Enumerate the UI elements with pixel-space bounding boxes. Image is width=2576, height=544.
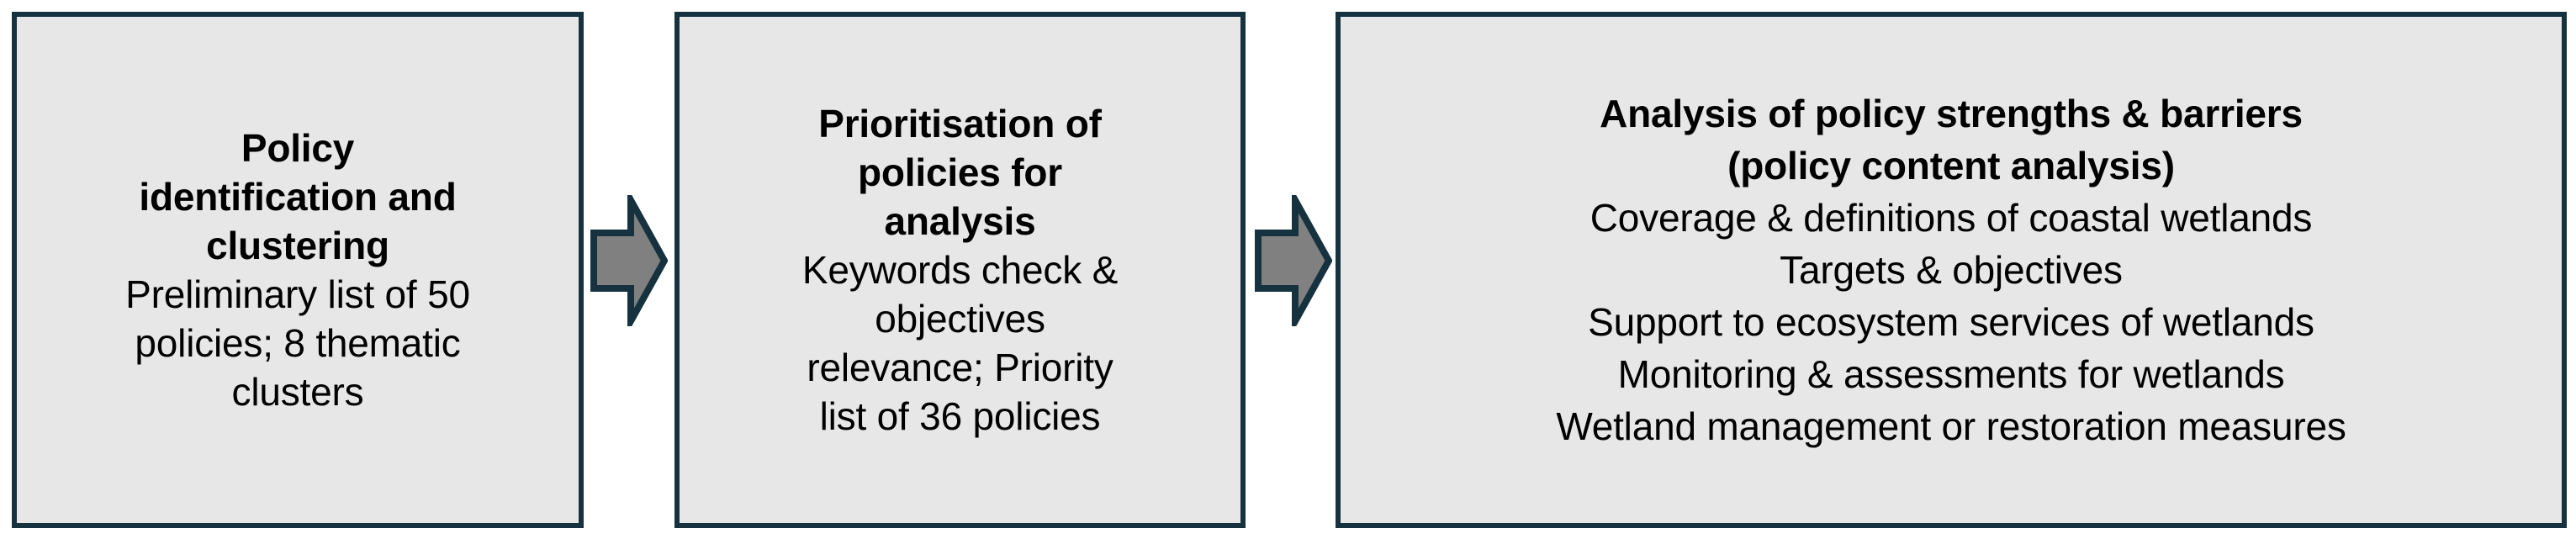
step-2-heading-line-2: policies for [858,151,1062,194]
right-block-arrow-icon [590,195,668,326]
process-step-2: Prioritisation of policies for analysis … [674,12,1246,528]
step-2-body-line-3: relevance; Priority [807,346,1113,389]
step-2-heading-line-3: analysis [884,199,1036,243]
step-1-body-line-3: clusters [231,370,364,414]
step-1-body-line-2: policies; 8 thematic [135,321,461,365]
step-3-heading-line-1: Analysis of policy strengths & barriers [1600,92,2303,135]
step-3-heading-line-2: (policy content analysis) [1727,144,2175,187]
step-2-body-line-4: list of 36 policies [819,394,1101,438]
step-2-heading-line-1: Prioritisation of [818,102,1102,145]
step-3-body-line-1: Coverage & definitions of coastal wetlan… [1590,196,2313,240]
step-2-body-line-1: Keywords check & [801,248,1119,292]
right-block-arrow-icon [1255,195,1332,326]
step-1-body-line-1: Preliminary list of 50 [125,272,470,316]
step-3-body-line-3: Support to ecosystem services of wetland… [1588,300,2314,344]
step-2-body-line-2: objectives [875,297,1045,341]
step-1-heading-line-3: clustering [206,224,389,267]
step-3-body-line-5: Wetland management or restoration measur… [1556,404,2346,448]
step-3-body-line-2: Targets & objectives [1780,248,2123,292]
step-1-heading-line-2: identification and [139,175,457,219]
step-3-body-line-4: Monitoring & assessments for wetlands [1617,352,2285,396]
step-1-heading-line-1: Policy [241,126,355,170]
process-step-3: Analysis of policy strengths & barriers … [1336,12,2567,528]
process-step-1: Policy identification and clustering Pre… [12,12,584,528]
